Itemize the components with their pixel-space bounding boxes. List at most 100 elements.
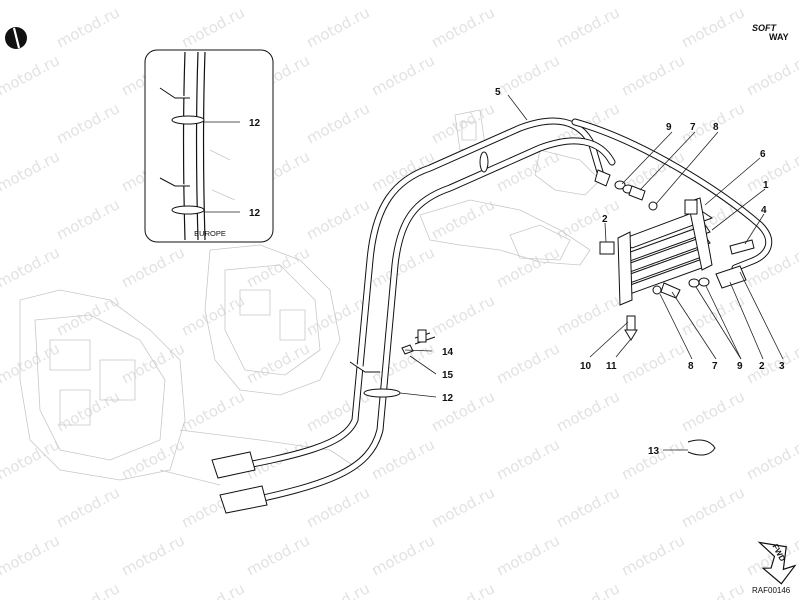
oil-line-pipes	[211, 117, 773, 514]
fitting-2-upper	[599, 241, 615, 255]
watermark-text: motod.ru	[553, 387, 622, 435]
callout-15: 15	[442, 370, 454, 381]
watermark-text: motod.ru	[0, 531, 63, 579]
watermark-text: motod.ru	[743, 0, 800, 4]
watermark-text: motod.ru	[428, 483, 497, 531]
watermark-text: motod.ru	[743, 339, 800, 387]
callout-numbers: 5 9 7 8 6 1 4 2 12 12 14 15 12 10 11 8 7…	[249, 87, 785, 457]
watermark-text: motod.ru	[0, 339, 63, 387]
watermark-text: motod.ru	[678, 579, 747, 600]
callout-8-lower: 8	[688, 361, 694, 372]
callout-1: 1	[763, 180, 769, 191]
watermark-text: motod.ru	[368, 339, 437, 387]
watermark-text: motod.ru	[553, 195, 622, 243]
watermark-text: motod.ru	[493, 339, 562, 387]
watermark-text: motod.ru	[303, 483, 372, 531]
watermark-text: motod.ru	[743, 435, 800, 483]
watermark-text: motod.ru	[368, 0, 437, 4]
watermark-text: motod.ru	[53, 579, 122, 600]
watermark-text: motod.ru	[53, 195, 122, 243]
watermark-text: motod.ru	[553, 291, 622, 339]
watermark-text: motod.ru	[303, 99, 372, 147]
watermark-text: motod.ru	[618, 0, 687, 4]
inset-label: EUROPE	[194, 229, 226, 238]
watermark-text: motod.ru	[53, 387, 122, 435]
watermark-text: motod.ru	[428, 387, 497, 435]
watermark-text: motod.ru	[493, 435, 562, 483]
watermark-text: motod.ru	[618, 339, 687, 387]
watermark-text: motod.ru	[618, 51, 687, 99]
watermark-text: motod.ru	[553, 579, 622, 600]
callout-2-lower: 2	[759, 361, 765, 372]
watermark-text: motod.ru	[493, 531, 562, 579]
watermark-text: motod.ru	[243, 339, 312, 387]
callout-6: 6	[760, 149, 766, 160]
brand-line2: WAY	[769, 32, 789, 42]
watermark-text: motod.ru	[0, 243, 63, 291]
callout-2-upper: 2	[602, 214, 608, 225]
watermark-text: motod.ru	[0, 51, 63, 99]
fwd-arrow-icon: FWD	[757, 541, 797, 585]
watermark-text: motod.ru	[118, 243, 187, 291]
watermark-text: motod.ru	[0, 147, 63, 195]
callout-12-main: 12	[442, 393, 454, 404]
callout-10: 10	[580, 361, 592, 372]
watermark-text: motod.ru	[118, 339, 187, 387]
watermark-text: motod.ru	[553, 3, 622, 51]
watermark-text: motod.ru	[618, 435, 687, 483]
watermark-text: motod.ru	[743, 147, 800, 195]
watermark-text: motod.ru	[118, 531, 187, 579]
watermark-text: motod.ru	[243, 0, 312, 4]
watermark-text: motod.ru	[243, 531, 312, 579]
oil-cooler-radiator	[617, 197, 714, 306]
watermark-text: motod.ru	[303, 579, 372, 600]
watermark-text: motod.ru	[303, 387, 372, 435]
watermark-text: motod.ru	[0, 435, 63, 483]
callout-7-upper: 7	[690, 122, 696, 133]
drawing-code: RAF00146	[752, 586, 791, 595]
engine-ghost-outline	[19, 109, 601, 486]
callout-11: 11	[606, 361, 617, 372]
watermark-text: motod.ru	[678, 387, 747, 435]
callout-7-lower: 7	[712, 361, 718, 372]
watermark-text: motod.ru	[53, 483, 122, 531]
watermark-text: motod.ru	[743, 51, 800, 99]
watermark-text: motod.ru	[53, 3, 122, 51]
callout-12-inset-upper: 12	[249, 118, 261, 129]
brand-logo-icon	[5, 27, 27, 49]
watermark-text: motod.ru	[178, 3, 247, 51]
watermark-text: motod.ru	[678, 483, 747, 531]
watermark-text: motod.ru	[553, 483, 622, 531]
watermark-text: motod.ru	[178, 579, 247, 600]
watermark-text: motod.ru	[493, 243, 562, 291]
watermark-text: motod.ru	[678, 3, 747, 51]
callout-9-lower: 9	[737, 361, 743, 372]
watermark-text: motod.ru	[743, 243, 800, 291]
watermark-text: motod.ru	[303, 3, 372, 51]
watermark-text: motod.ru	[618, 531, 687, 579]
callout-4: 4	[761, 205, 767, 216]
europe-inset: EUROPE	[144, 49, 274, 243]
callout-13: 13	[648, 446, 660, 457]
callout-14: 14	[442, 347, 454, 358]
watermark-text: motod.ru	[368, 51, 437, 99]
brand-line1: SOFT	[752, 23, 778, 33]
watermark-text: motod.ru	[303, 195, 372, 243]
watermark-text: motod.ru	[178, 387, 247, 435]
watermark-text: motod.ru	[368, 243, 437, 291]
watermark-text: motod.ru	[428, 3, 497, 51]
watermark-text: motod.ru	[428, 579, 497, 600]
watermark-text: motod.ru	[368, 531, 437, 579]
watermark-text: motod.ru	[493, 0, 562, 4]
callout-9-upper: 9	[666, 122, 672, 133]
watermark-text: motod.ru	[428, 291, 497, 339]
watermark-text: motod.ru	[0, 0, 63, 4]
watermark-text: motod.ru	[178, 291, 247, 339]
watermark-text: motod.ru	[493, 51, 562, 99]
callout-8-upper: 8	[713, 122, 719, 133]
watermark-text: motod.ru	[118, 0, 187, 4]
watermark-text: motod.ru	[428, 195, 497, 243]
